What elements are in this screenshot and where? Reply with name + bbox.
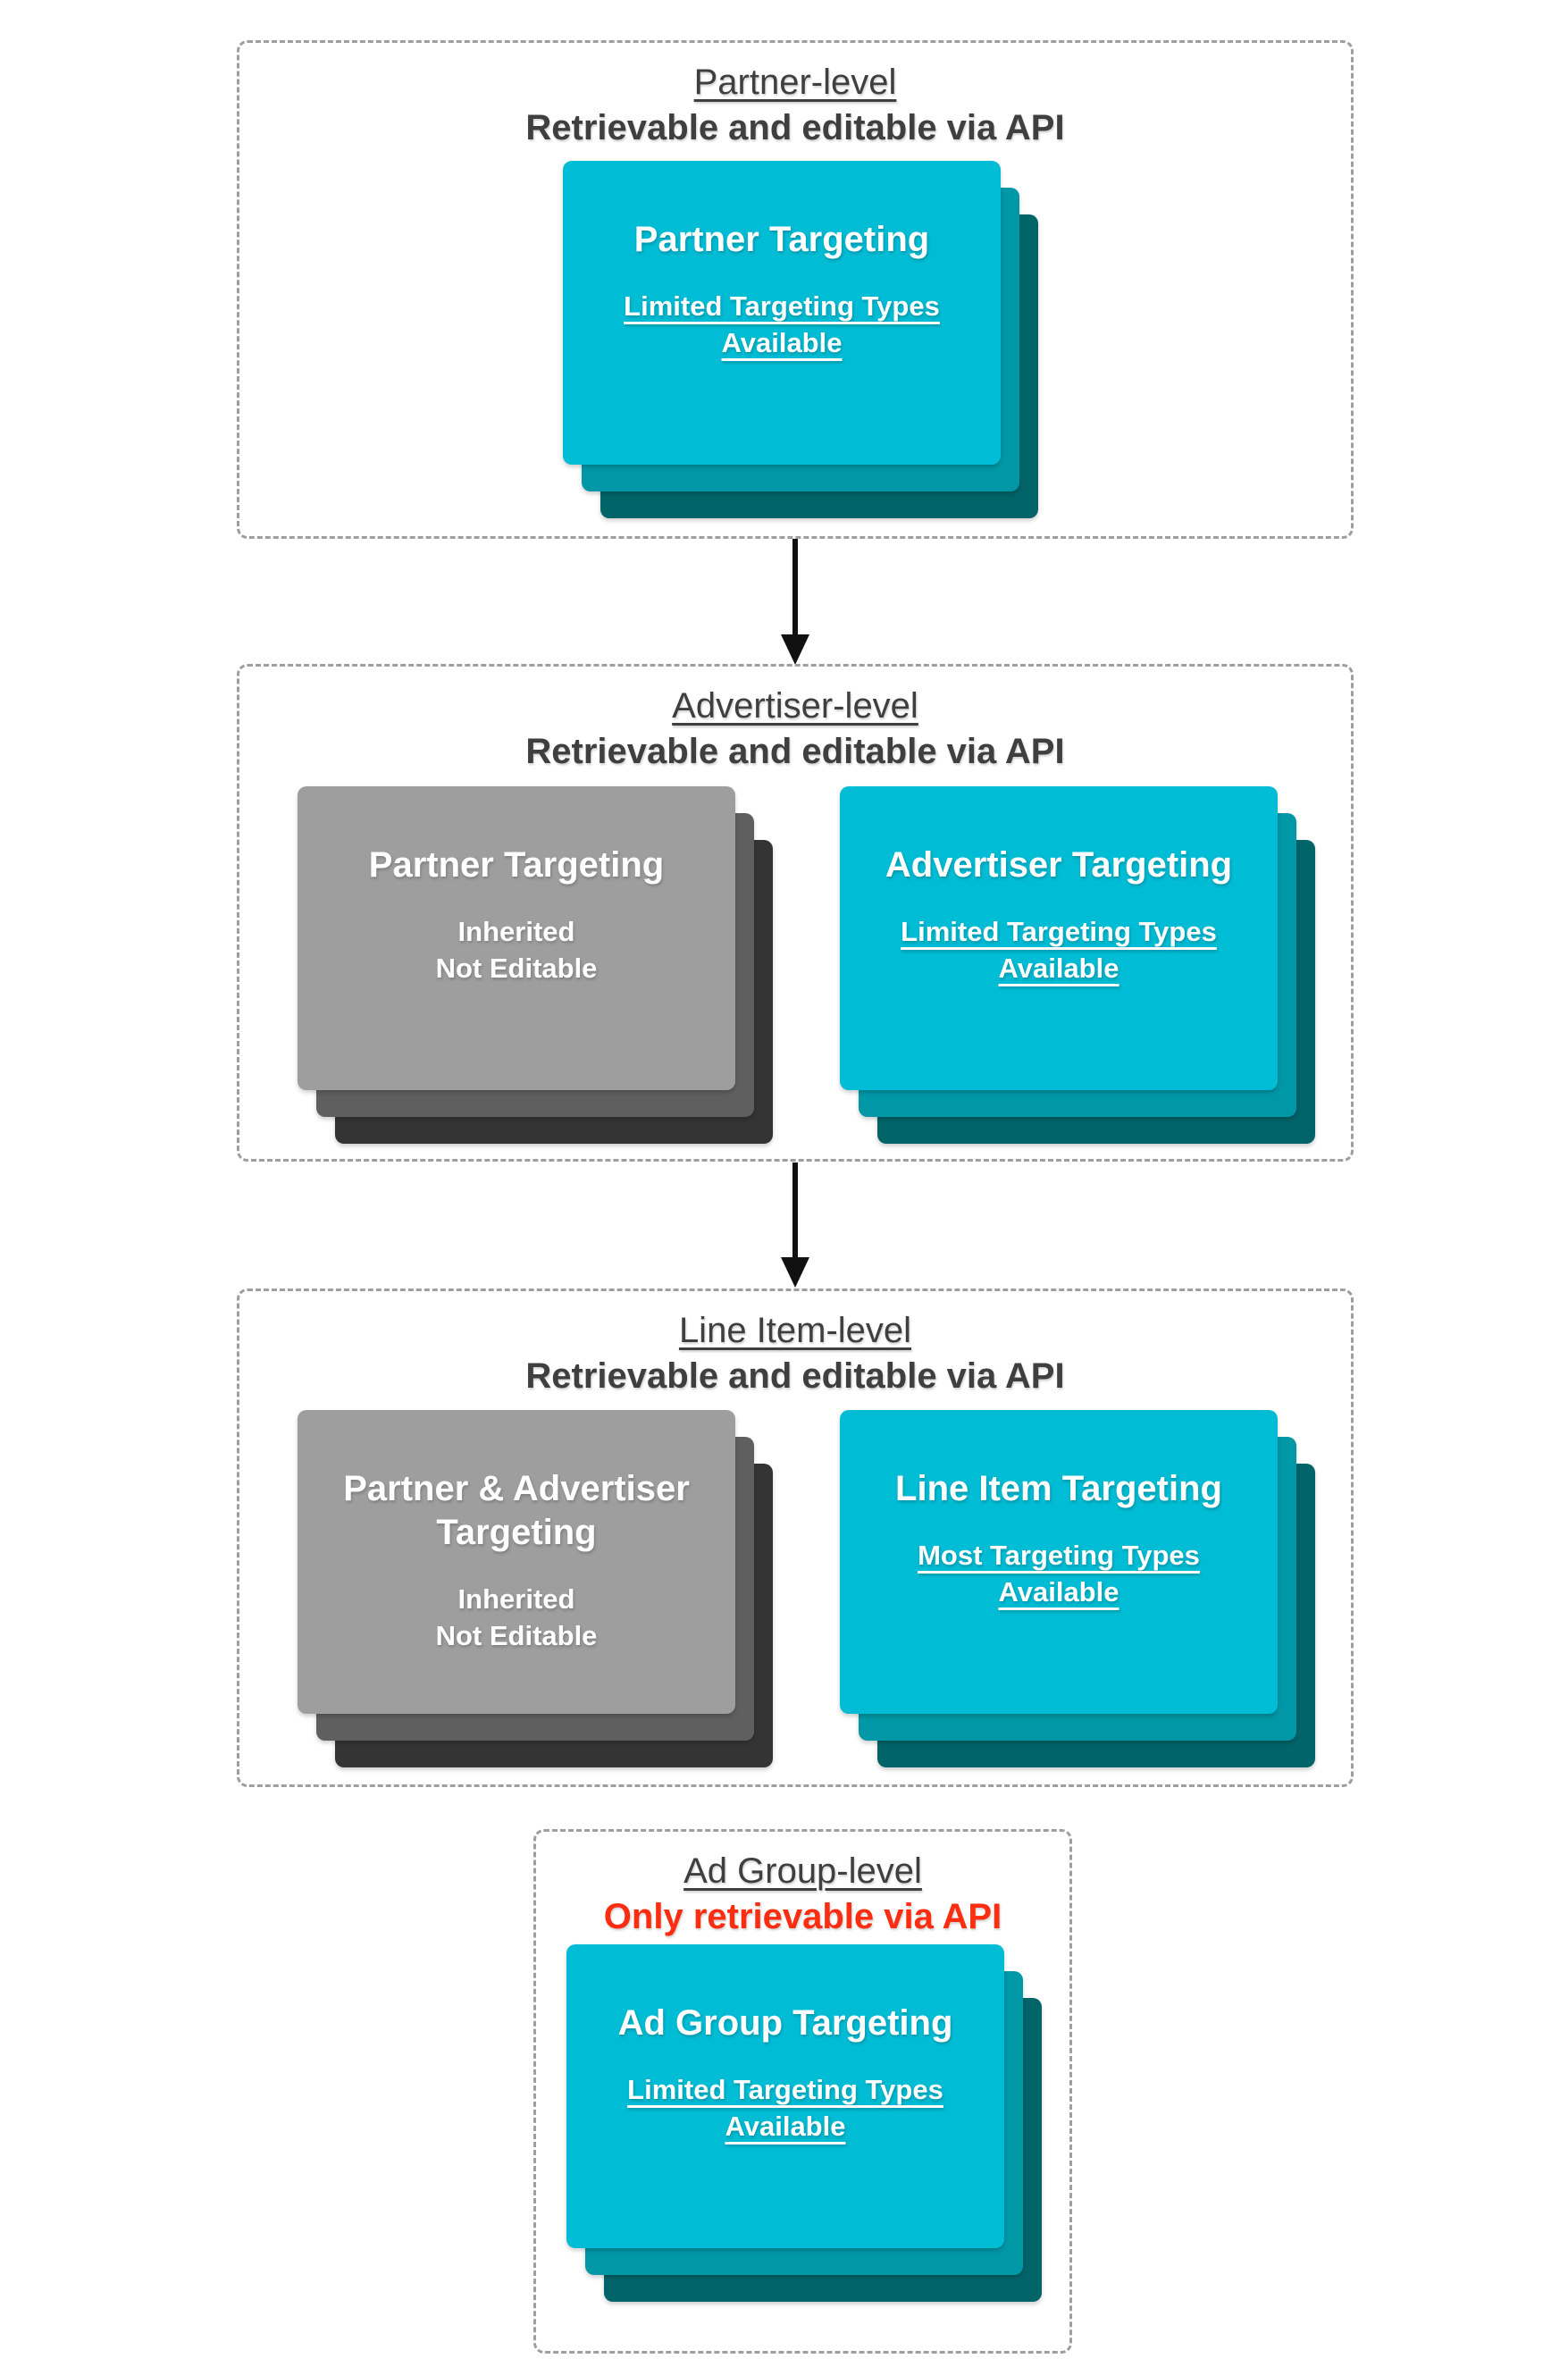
card-title: Line Item Targeting (895, 1469, 1222, 1508)
inherited-partner-advertiser-targeting-card: Partner & Advertiser Targeting Inherited… (298, 1410, 735, 1714)
ad-group-targeting-card: Ad Group Targeting Limited Targeting Typ… (566, 1944, 1004, 2248)
section-subtitle: Only retrievable via API (603, 1897, 1002, 1936)
arrow-head (781, 1257, 809, 1288)
inherited-partner-advertiser-targeting-card-stack: Partner & Advertiser Targeting Inherited… (298, 1410, 773, 1767)
line-item-targeting-card: Line Item Targeting Most Targeting Types… (840, 1410, 1278, 1714)
card-body: Limited Targeting Types Available (627, 2073, 943, 2142)
card-title: Partner & Advertiser Targeting (343, 1469, 690, 1552)
section-advertiser-level: Advertiser-level Retrievable and editabl… (237, 664, 1354, 1162)
section-partner-level: Partner-level Retrievable and editable v… (237, 40, 1354, 539)
section-title: Advertiser-level (672, 686, 918, 726)
arrow-head (781, 634, 809, 665)
section-ad-group-level: Ad Group-level Only retrievable via API (533, 1829, 1072, 2354)
advertiser-targeting-card-stack: Advertiser Targeting Limited Targeting T… (840, 786, 1315, 1144)
card-body: Limited Targeting Types Available (624, 290, 940, 358)
card-body: Limited Targeting Types Available (901, 915, 1217, 984)
inherited-partner-targeting-card-stack: Partner Targeting Inherited Not Editable (298, 786, 773, 1144)
card-body: Inherited Not Editable (435, 915, 598, 984)
card-body: Inherited Not Editable (435, 1582, 598, 1651)
line-item-targeting-card-stack: Line Item Targeting Most Targeting Types… (840, 1410, 1315, 1767)
section-subtitle: Retrievable and editable via API (525, 1356, 1065, 1396)
partner-targeting-card: Partner Targeting Limited Targeting Type… (563, 161, 1001, 465)
arrow-shaft (792, 1163, 798, 1258)
section-line-item-level: Line Item-level Retrievable and editable… (237, 1288, 1354, 1787)
section-subtitle: Retrievable and editable via API (525, 108, 1065, 147)
section-subtitle: Retrievable and editable via API (525, 732, 1065, 771)
advertiser-targeting-card: Advertiser Targeting Limited Targeting T… (840, 786, 1278, 1090)
card-title: Partner Targeting (633, 220, 930, 259)
section-title: Line Item-level (678, 1311, 912, 1350)
card-body: Most Targeting Types Available (918, 1539, 1200, 1607)
card-title: Partner Targeting (368, 845, 665, 885)
arrow-shaft (792, 539, 798, 635)
section-title: Ad Group-level (683, 1851, 922, 1891)
ad-group-targeting-card-stack: Ad Group Targeting Limited Targeting Typ… (566, 1944, 1042, 2302)
card-title: Ad Group Targeting (617, 2003, 953, 2043)
section-title: Partner-level (693, 63, 897, 102)
card-title: Advertiser Targeting (885, 845, 1233, 885)
inherited-partner-targeting-card: Partner Targeting Inherited Not Editable (298, 786, 735, 1090)
partner-targeting-card-stack: Partner Targeting Limited Targeting Type… (563, 161, 1038, 518)
